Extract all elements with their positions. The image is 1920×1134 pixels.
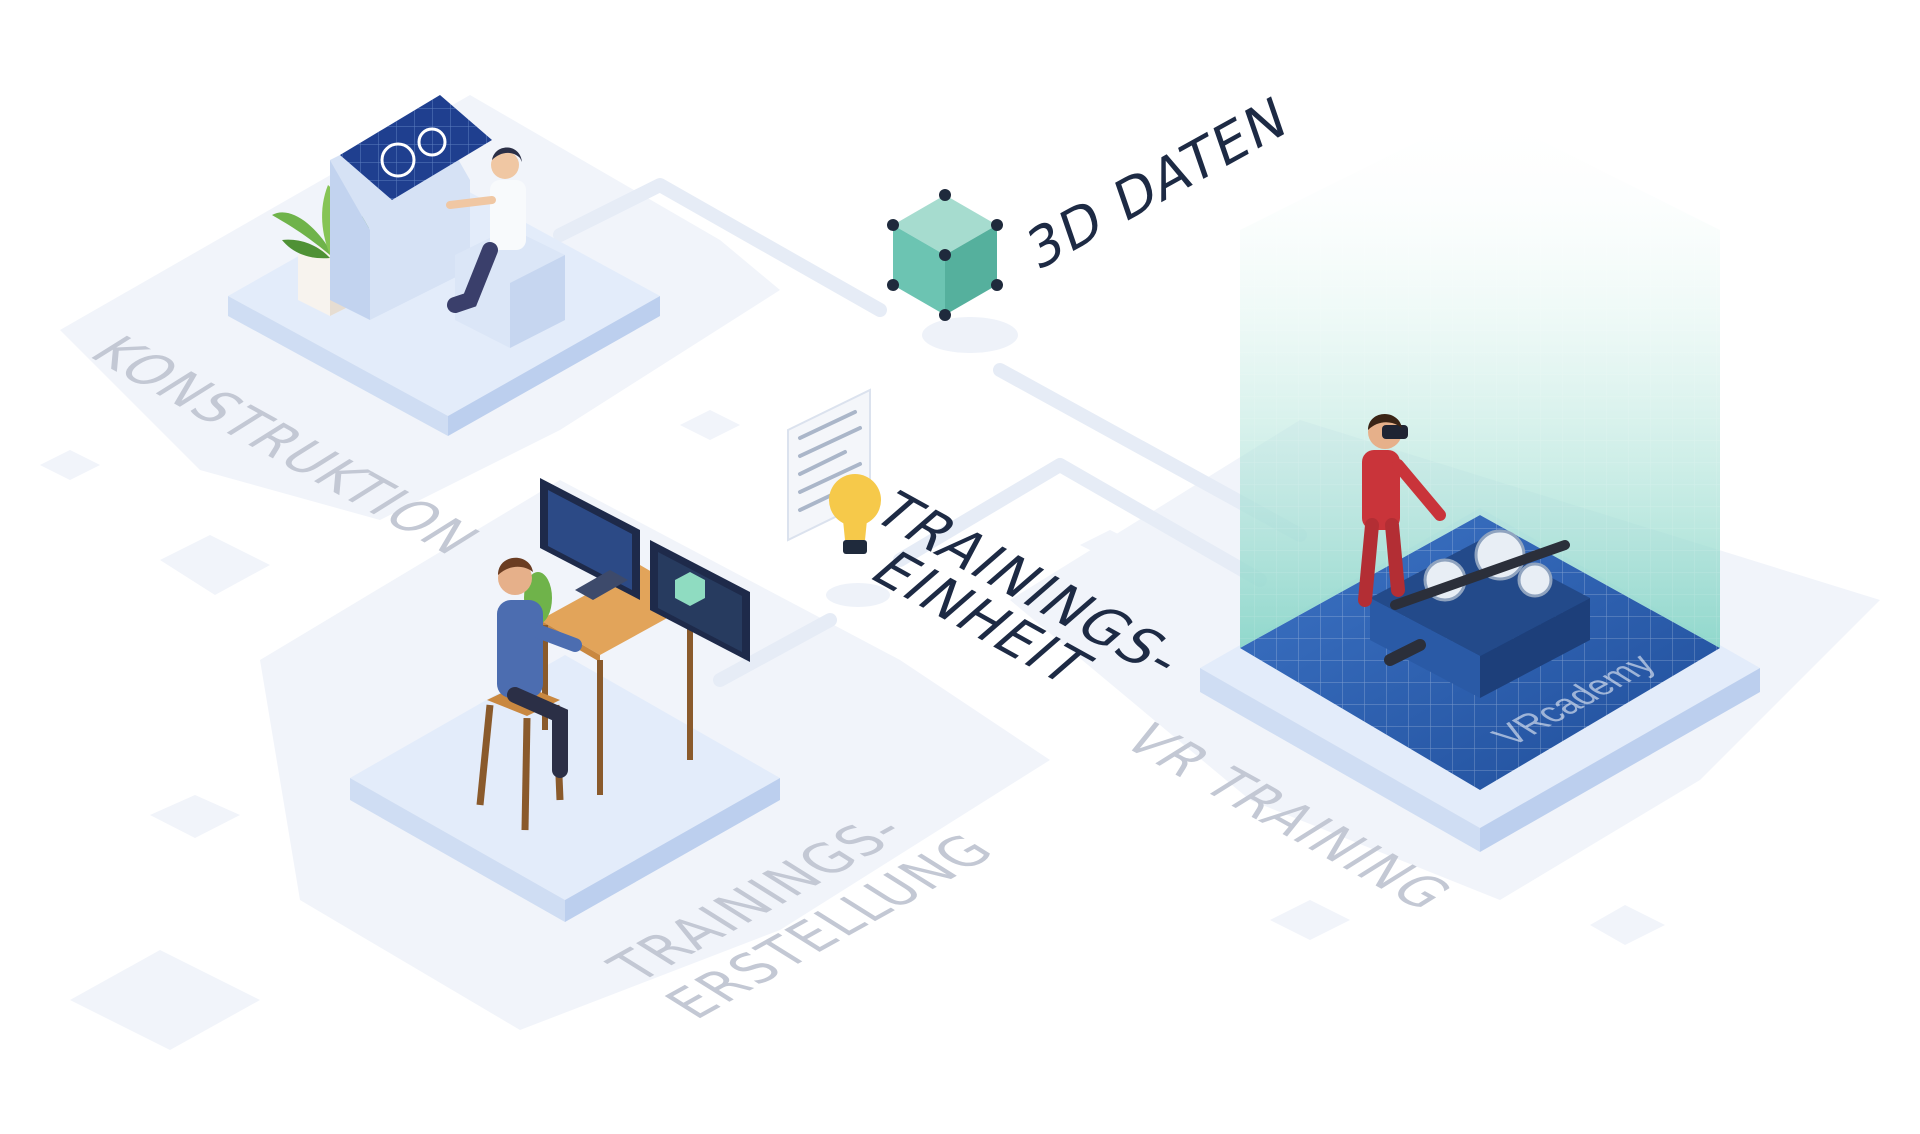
lightbulb-icon	[826, 474, 890, 607]
cad-screen	[340, 95, 492, 200]
vr-worker-person	[1358, 413, 1446, 607]
gear-icon	[1517, 562, 1553, 598]
platform-konstruktion	[228, 95, 660, 436]
platform-trainings-erstellung	[350, 478, 780, 922]
platform-vr-training	[1200, 110, 1760, 852]
monitor-left	[540, 478, 640, 600]
gear-icon	[380, 142, 416, 178]
engineer-person	[446, 147, 526, 313]
gearbox-machine	[1370, 529, 1590, 698]
trainer-person	[497, 557, 582, 778]
monitor-right	[650, 540, 750, 662]
3d-cube-icon	[887, 189, 1018, 353]
gear-icon	[417, 127, 447, 157]
vr-headset-icon	[1382, 425, 1408, 439]
